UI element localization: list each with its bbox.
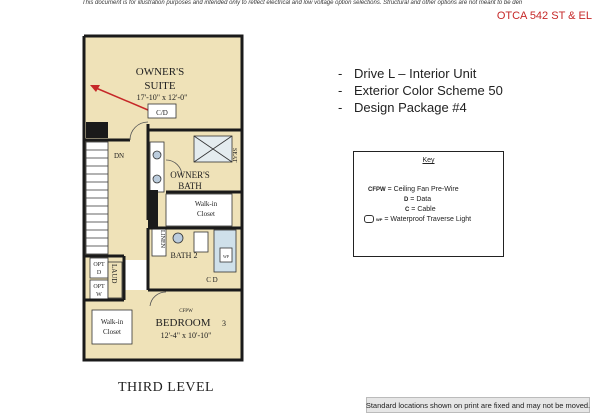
seat-label: SEAT xyxy=(231,148,237,163)
key-abbr: WP xyxy=(375,216,383,222)
wall-block-2 xyxy=(148,190,158,228)
owners-suite-title-2: SUITE xyxy=(144,80,175,92)
key-item-wp: WP = Waterproof Traverse Light xyxy=(364,215,471,223)
key-title: Key xyxy=(422,157,435,164)
walkin-closet-1-area xyxy=(165,193,233,227)
note-line: -Drive L – Interior Unit xyxy=(338,66,477,81)
key-item-cfpw: CFPW = Ceiling Fan Pre-Wire xyxy=(368,186,459,193)
bedroom-number: 3 xyxy=(222,319,226,328)
owners-bath-title: OWNER'S xyxy=(170,170,210,180)
owners-bath-title-2: BATH xyxy=(178,181,202,191)
legend-key: Key CFPW = Ceiling Fan Pre-Wire D = Data… xyxy=(353,151,504,257)
bedroom-title: BEDROOM xyxy=(155,317,210,329)
opt-d-label: OPT xyxy=(93,262,105,268)
owners-suite-dims: 17'-10" x 12'-0" xyxy=(137,93,188,102)
key-desc: = Ceiling Fan Pre-Wire xyxy=(387,186,459,193)
note-text: Drive L – Interior Unit xyxy=(354,66,477,81)
option-notes: -Drive L – Interior Unit -Exterior Color… xyxy=(338,66,503,117)
bath2-label: BATH 2 xyxy=(171,251,198,260)
staircase xyxy=(85,141,109,255)
key-item-data: D = Data xyxy=(404,196,431,203)
note-text: Exterior Color Scheme 50 xyxy=(354,83,503,98)
note-line: -Design Package #4 xyxy=(338,100,467,115)
owners-suite-title: OWNER'S xyxy=(136,66,184,78)
key-desc: = Waterproof Traverse Light xyxy=(384,215,472,223)
linen-label: LINEN xyxy=(159,230,165,249)
laundry-label: LAUD xyxy=(110,264,118,283)
key-abbr: C xyxy=(405,207,410,213)
opt-w-label-2: W xyxy=(96,292,102,298)
plan-code: OTCA 542 ST & EL xyxy=(496,10,592,22)
laundry-area xyxy=(89,257,123,301)
disclaimer-text: This document is for illustration purpos… xyxy=(82,0,522,6)
key-item-cable: C = Cable xyxy=(405,206,436,213)
walkin-closet-1-label: Walk-in xyxy=(195,200,218,208)
key-desc: = Data xyxy=(410,196,432,203)
owners-suite-outlet: C/D xyxy=(156,109,168,117)
bedroom-cfpw-label: CFPW xyxy=(179,309,193,314)
walkin-closet-1-label-2: Closet xyxy=(197,210,215,218)
note-text: Design Package #4 xyxy=(354,100,467,115)
walkin-closet-2-area xyxy=(91,309,133,345)
footer-note: Standard locations shown on print are fi… xyxy=(366,397,590,413)
wp-label: WP xyxy=(223,254,230,259)
outlet-arrow xyxy=(90,85,149,111)
key-abbr: D xyxy=(404,197,409,203)
wp-light-icon xyxy=(364,215,374,223)
opt-w-label: OPT xyxy=(93,284,105,290)
key-abbr: CFPW xyxy=(368,187,386,193)
stair-dn-label: DN xyxy=(114,152,124,160)
bath2-fixtures xyxy=(172,229,237,273)
walkin-closet-2-label-2: Closet xyxy=(103,328,121,336)
key-desc: = Cable xyxy=(411,206,436,213)
walls xyxy=(82,34,244,362)
door-swings xyxy=(129,121,183,307)
wall-block xyxy=(86,122,108,138)
walkin-closet-2-label: Walk-in xyxy=(101,318,124,326)
opt-d-label-2: D xyxy=(97,270,102,276)
bedroom-cd-label: C D xyxy=(206,276,217,284)
bedroom-dims: 12'-4" x 10'-10" xyxy=(161,331,212,340)
note-line: -Exterior Color Scheme 50 xyxy=(338,83,503,98)
level-title: THIRD LEVEL xyxy=(118,380,215,395)
outlet-cd-box xyxy=(147,103,177,119)
